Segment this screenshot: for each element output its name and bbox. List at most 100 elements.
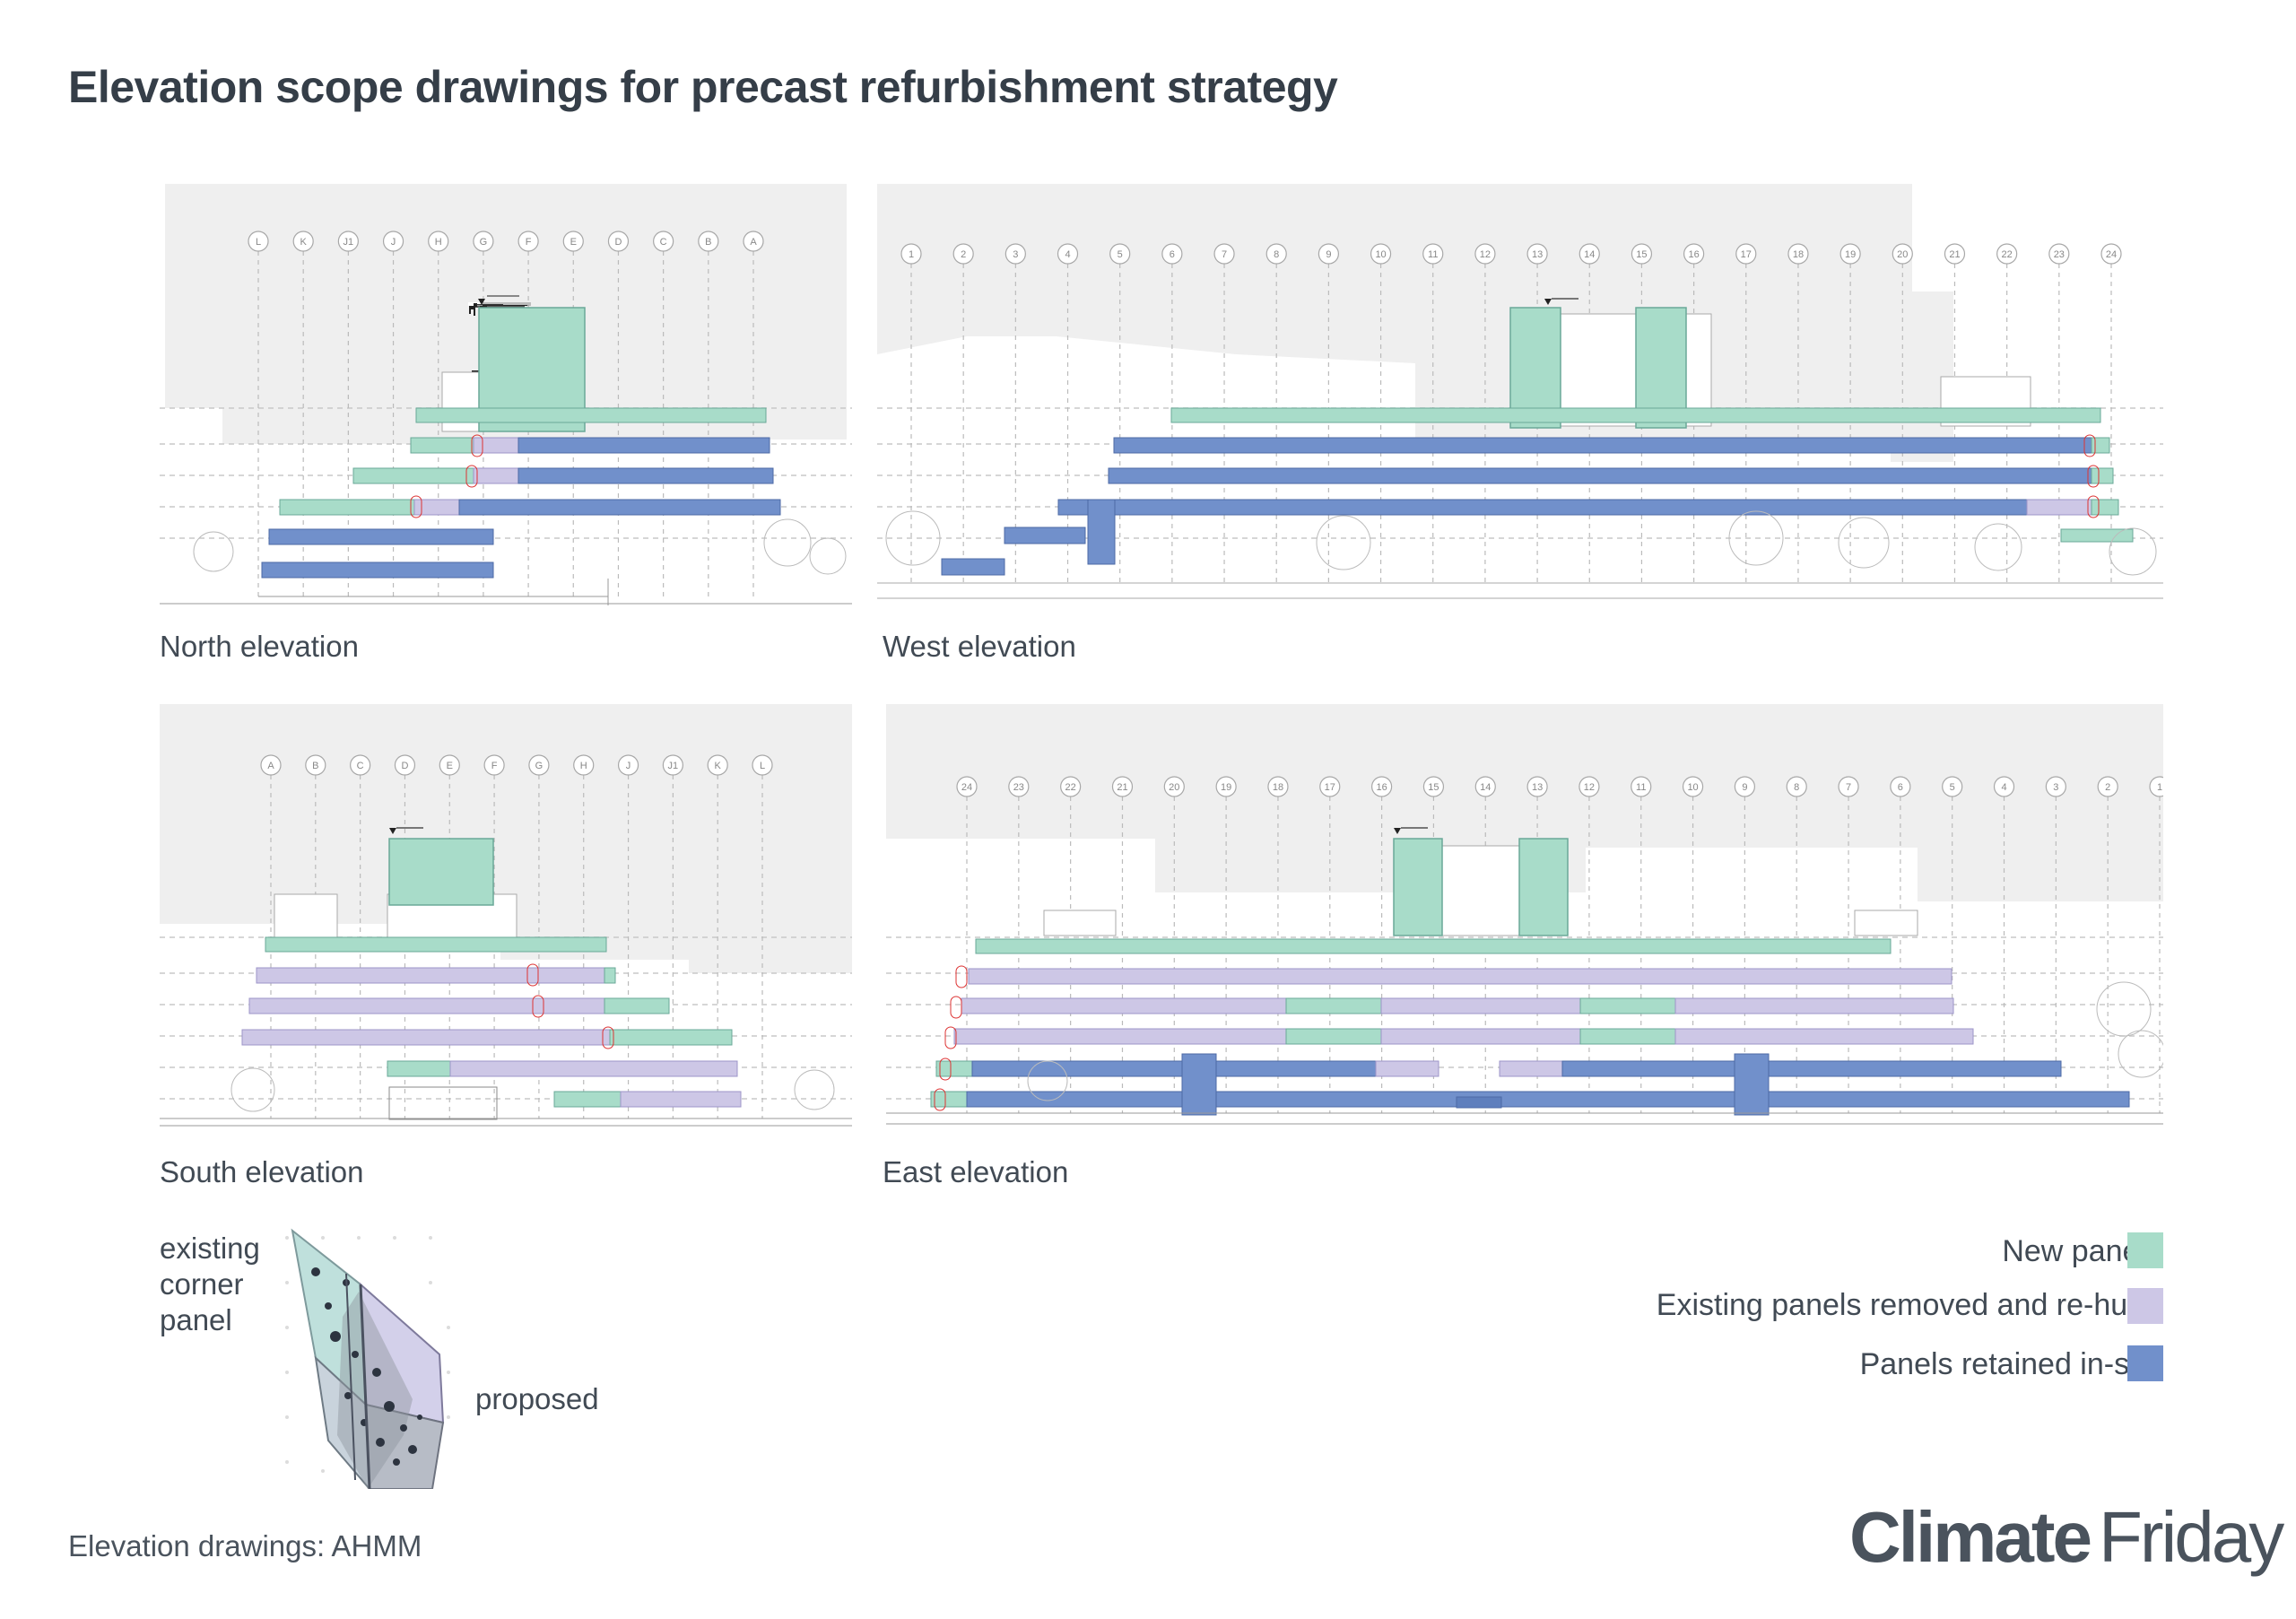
- gridline-bubble: [1787, 243, 1809, 265]
- gridline-bubble: [1526, 243, 1548, 265]
- gridline-bubble: [1163, 776, 1185, 797]
- gridline-label: 15: [1428, 782, 1439, 793]
- gridline-bubble: [2149, 776, 2163, 797]
- gridline-bubble: [382, 231, 404, 252]
- gridline-label: 24: [961, 782, 972, 793]
- gridline-label: 22: [1065, 782, 1076, 793]
- gridline-bubble: [1318, 243, 1339, 265]
- gridline-bubble: [900, 243, 922, 265]
- gridline-label: 23: [1013, 782, 1024, 793]
- gridline-label: 1: [909, 249, 914, 260]
- gridline-label: 6: [1170, 249, 1175, 260]
- gridline-bubble: [1839, 243, 1861, 265]
- gridline-label: 17: [1741, 249, 1752, 260]
- gridline-bubble: [1267, 776, 1289, 797]
- gridline-bubble: [1008, 776, 1030, 797]
- east-elevation-caption: East elevation: [883, 1155, 1069, 1188]
- gridline-label: B: [705, 237, 711, 248]
- gridline-label: E: [570, 237, 577, 248]
- gridline-bubble: [1213, 243, 1235, 265]
- gridline-label: F: [491, 761, 498, 771]
- gridline-bubble: [952, 243, 974, 265]
- gridline-label: 8: [1794, 782, 1799, 793]
- gridline-label: 21: [1949, 249, 1960, 260]
- gridline-label: B: [312, 761, 318, 771]
- gridline-bubble: [1370, 243, 1392, 265]
- gridline-bubble: [350, 754, 371, 776]
- gridline-label: H: [580, 761, 587, 771]
- gridline-label: K: [715, 761, 722, 771]
- legend-rehung-panels-swatch: [2127, 1288, 2163, 1324]
- gridline-bubble: [1109, 243, 1131, 265]
- gridline-label: 13: [1532, 249, 1543, 260]
- gridline-bubble: [607, 231, 630, 252]
- logo-climate: Climate: [1849, 1497, 2092, 1577]
- gridline-bubble: [1526, 776, 1548, 797]
- gridline-label: A: [750, 237, 757, 248]
- gridline-bubble: [1265, 243, 1287, 265]
- gridline-bubble: [562, 231, 584, 252]
- gridline-bubble: [1735, 243, 1757, 265]
- gridline-bubble: [1578, 776, 1600, 797]
- gridline-label: 19: [1845, 249, 1856, 260]
- gridline-label: 20: [1169, 782, 1179, 793]
- gridline-label: 14: [1584, 249, 1595, 260]
- gridline-label: H: [435, 237, 442, 248]
- gridline-label: 2: [961, 249, 966, 260]
- gridline-bubble: [292, 231, 314, 252]
- gridline-label: D: [614, 237, 622, 248]
- gridline-bubble: [1215, 776, 1237, 797]
- gridline-bubble: [1371, 776, 1393, 797]
- gridline-bubble: [305, 754, 326, 776]
- proposed-label: proposed: [475, 1382, 599, 1415]
- gridline-label: 5: [1118, 249, 1123, 260]
- gridline-label: 4: [1065, 249, 1070, 260]
- gridline-label: 8: [1274, 249, 1279, 260]
- gridline-bubble: [337, 231, 359, 252]
- gridline-bubble: [653, 231, 674, 252]
- gridline-bubble: [483, 754, 505, 776]
- logo-friday: Friday: [2098, 1497, 2284, 1577]
- gridline-bubble: [1683, 243, 1705, 265]
- gridline-label: 1: [2157, 782, 2162, 793]
- gridline-label: 12: [1480, 249, 1491, 260]
- gridline-bubble: [1474, 243, 1496, 265]
- gridline-bubble: [743, 231, 764, 252]
- gridline-label: 21: [1117, 782, 1127, 793]
- gridline-label: 9: [1742, 782, 1747, 793]
- gridline-label: 18: [1793, 249, 1804, 260]
- gridline-bubble: [2045, 776, 2066, 797]
- gridline-label: 10: [1375, 249, 1386, 260]
- gridline-label: 3: [2053, 782, 2058, 793]
- gridline-label: 6: [1898, 782, 1903, 793]
- gridline-label: 18: [1273, 782, 1283, 793]
- gridline-bubble: [662, 754, 683, 776]
- gridline-label: 20: [1897, 249, 1908, 260]
- gridline-bubble: [1944, 243, 1966, 265]
- gridline-label: L: [256, 237, 261, 248]
- gridline-bubble: [1838, 776, 1859, 797]
- gridline-label: K: [300, 237, 308, 248]
- gridline-bubble: [1942, 776, 1963, 797]
- gridline-bubble: [1993, 776, 2015, 797]
- gridline-bubble: [517, 231, 539, 252]
- gridline-label: L: [760, 761, 765, 771]
- gridline-bubble: [1004, 243, 1026, 265]
- gridline-label: J1: [668, 761, 679, 771]
- gridline-label: 10: [1687, 782, 1698, 793]
- gridline-label: 14: [1480, 782, 1491, 793]
- legend-rehung-panels-label: Existing panels removed and re-hung: [1656, 1288, 2161, 1322]
- gridline-bubble: [617, 754, 639, 776]
- south-elevation-caption: South elevation: [160, 1155, 364, 1188]
- gridline-label: C: [357, 761, 364, 771]
- gridline-bubble: [1578, 243, 1600, 265]
- gridline-bubble: [248, 231, 269, 252]
- legend-retained-panels-label: Panels retained in-situ: [1859, 1347, 2161, 1381]
- gridline-bubble: [1996, 243, 2018, 265]
- gridline-label: 7: [1222, 249, 1227, 260]
- gridline-label: 9: [1326, 249, 1331, 260]
- legend-new-panels-swatch: [2127, 1232, 2163, 1268]
